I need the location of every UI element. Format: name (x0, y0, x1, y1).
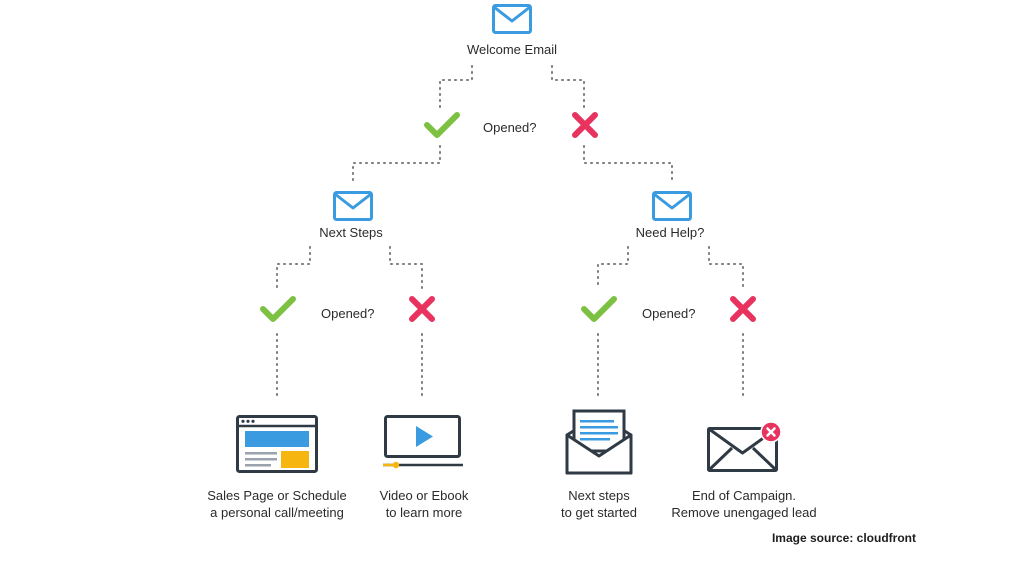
caption-line: a personal call/meeting (210, 505, 344, 520)
check-icon (581, 296, 617, 322)
closed-envelope-error-icon (707, 421, 782, 472)
image-source-credit: Image source: cloudfront (771, 531, 916, 545)
caption-line: Sales Page or Schedule (207, 488, 347, 503)
connector-root-yes (439, 65, 473, 109)
caption-line: Video or Ebook (379, 488, 469, 503)
decision-top-label: Opened? (483, 120, 537, 135)
caption-line: Remove unengaged lead (671, 505, 817, 520)
caption-line: Next steps (568, 488, 630, 503)
next-steps-label: Next Steps (319, 225, 383, 240)
caption-line: to get started (561, 505, 637, 520)
envelope-icon (492, 4, 532, 34)
sales-page-icon (236, 415, 318, 473)
envelope-icon (652, 191, 692, 221)
connector-root-no (551, 65, 585, 109)
need-help-label: Need Help? (635, 225, 705, 240)
outcome-nextsteps-caption: Next steps to get started (561, 487, 637, 521)
connector-needhelp-yes (597, 246, 629, 289)
caption-line: to learn more (385, 505, 463, 520)
cross-icon (572, 112, 598, 138)
check-icon (260, 296, 296, 322)
connector-nextsteps-no (389, 246, 423, 289)
outcome-end-caption: End of Campaign. Remove unengaged lead (671, 487, 816, 521)
decision-left-label: Opened? (321, 306, 375, 321)
cross-icon (730, 296, 756, 322)
connector-needhelp-no (708, 246, 744, 289)
open-letter-icon (565, 409, 633, 475)
check-icon (424, 112, 460, 138)
envelope-icon (333, 191, 373, 221)
outcome-video-caption: Video or Ebook to learn more (380, 487, 469, 521)
connector-yes-nextsteps (352, 145, 441, 183)
outcome-sales-caption: Sales Page or Schedule a personal call/m… (207, 487, 346, 521)
decision-right-label: Opened? (642, 306, 696, 321)
connector-no-needhelp (583, 145, 673, 183)
caption-line: End of Campaign. (691, 488, 797, 503)
cross-icon (409, 296, 435, 322)
video-player-icon (383, 415, 463, 469)
connector-nextsteps-yes (276, 246, 311, 289)
root-label: Welcome Email (466, 42, 558, 57)
